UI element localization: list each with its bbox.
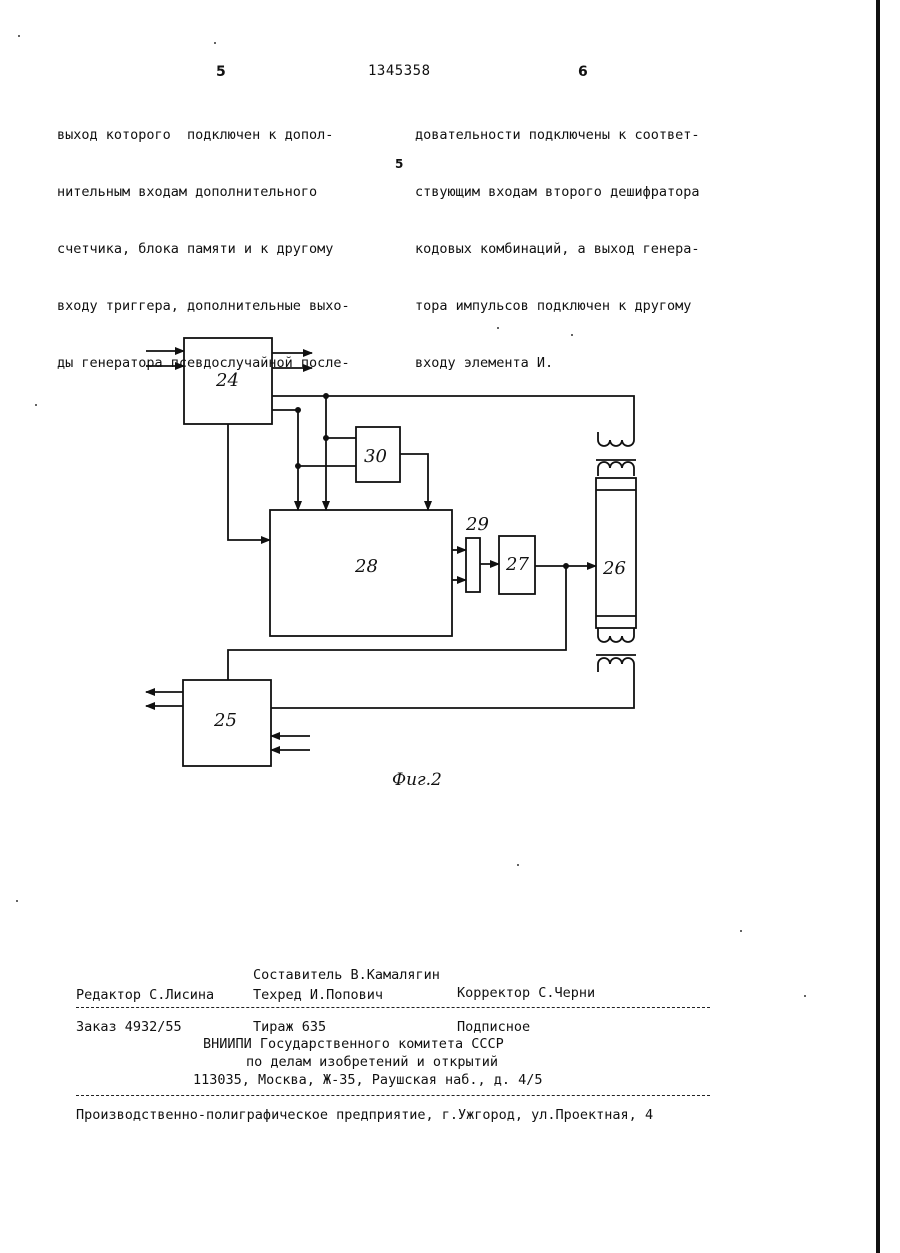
label-26: 26 <box>602 558 626 579</box>
scan-speck <box>497 327 499 329</box>
scan-speck <box>571 334 573 336</box>
techred: Техред И.Попович <box>253 987 383 1003</box>
label-25: 25 <box>213 710 237 731</box>
block-26 <box>596 478 636 628</box>
scan-speck <box>35 404 37 406</box>
corrector: Корректор С.Черни <box>457 985 595 1001</box>
printer: Производственно-полиграфическое предприя… <box>76 1107 653 1123</box>
divider <box>76 1007 710 1008</box>
order: Заказ 4932/55 <box>76 1019 182 1035</box>
editor: Редактор С.Лисина <box>76 987 214 1003</box>
org-line-2: по делам изобретений и открытий <box>246 1054 498 1070</box>
scan-speck <box>804 995 806 997</box>
scan-speck <box>18 35 20 37</box>
figure-caption: Фиг.2 <box>392 770 442 790</box>
composer: Составитель В.Камалягин <box>253 967 440 983</box>
label-29: 29 <box>465 514 489 535</box>
scan-speck <box>517 864 519 866</box>
block-29 <box>466 538 480 592</box>
address: 113035, Москва, Ж-35, Раушская наб., д. … <box>193 1072 543 1088</box>
label-27: 27 <box>505 554 529 575</box>
scan-speck <box>214 42 216 44</box>
label-24: 24 <box>215 370 239 391</box>
scan-speck <box>16 900 18 902</box>
org-line-1: ВНИИПИ Государственного комитета СССР <box>203 1036 504 1052</box>
circulation: Тираж 635 <box>253 1019 326 1035</box>
label-28: 28 <box>354 556 378 577</box>
label-30: 30 <box>364 446 387 467</box>
divider <box>76 1095 710 1096</box>
block-diagram: 24 30 28 29 27 26 25 <box>0 0 900 820</box>
scan-speck <box>740 930 742 932</box>
subscription: Подписное <box>457 1019 530 1035</box>
